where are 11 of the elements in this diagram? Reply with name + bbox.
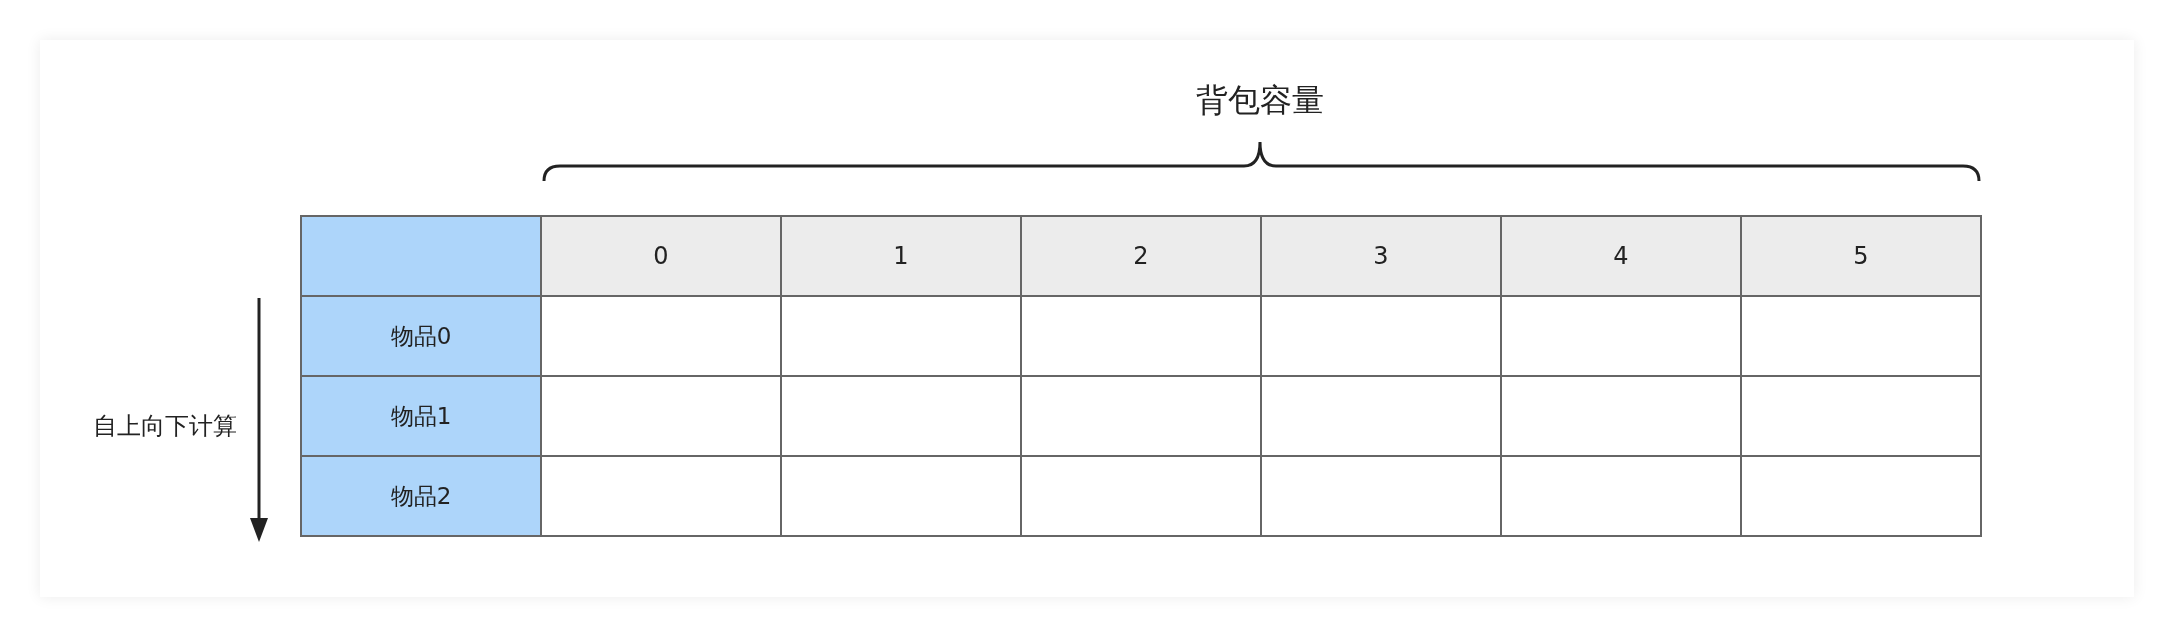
column-header: 2 [1022, 217, 1262, 297]
column-header: 4 [1502, 217, 1742, 297]
column-header: 3 [1262, 217, 1502, 297]
column-header: 0 [542, 217, 782, 297]
direction-label: 自上向下计算 [92, 411, 238, 442]
column-header: 1 [782, 217, 1022, 297]
brace-label: 背包容量 [1195, 80, 1325, 120]
row-header: 物品0 [302, 297, 542, 377]
column-header: 5 [1742, 217, 1982, 297]
row-header: 物品2 [302, 457, 542, 537]
row-header: 物品1 [302, 377, 542, 457]
